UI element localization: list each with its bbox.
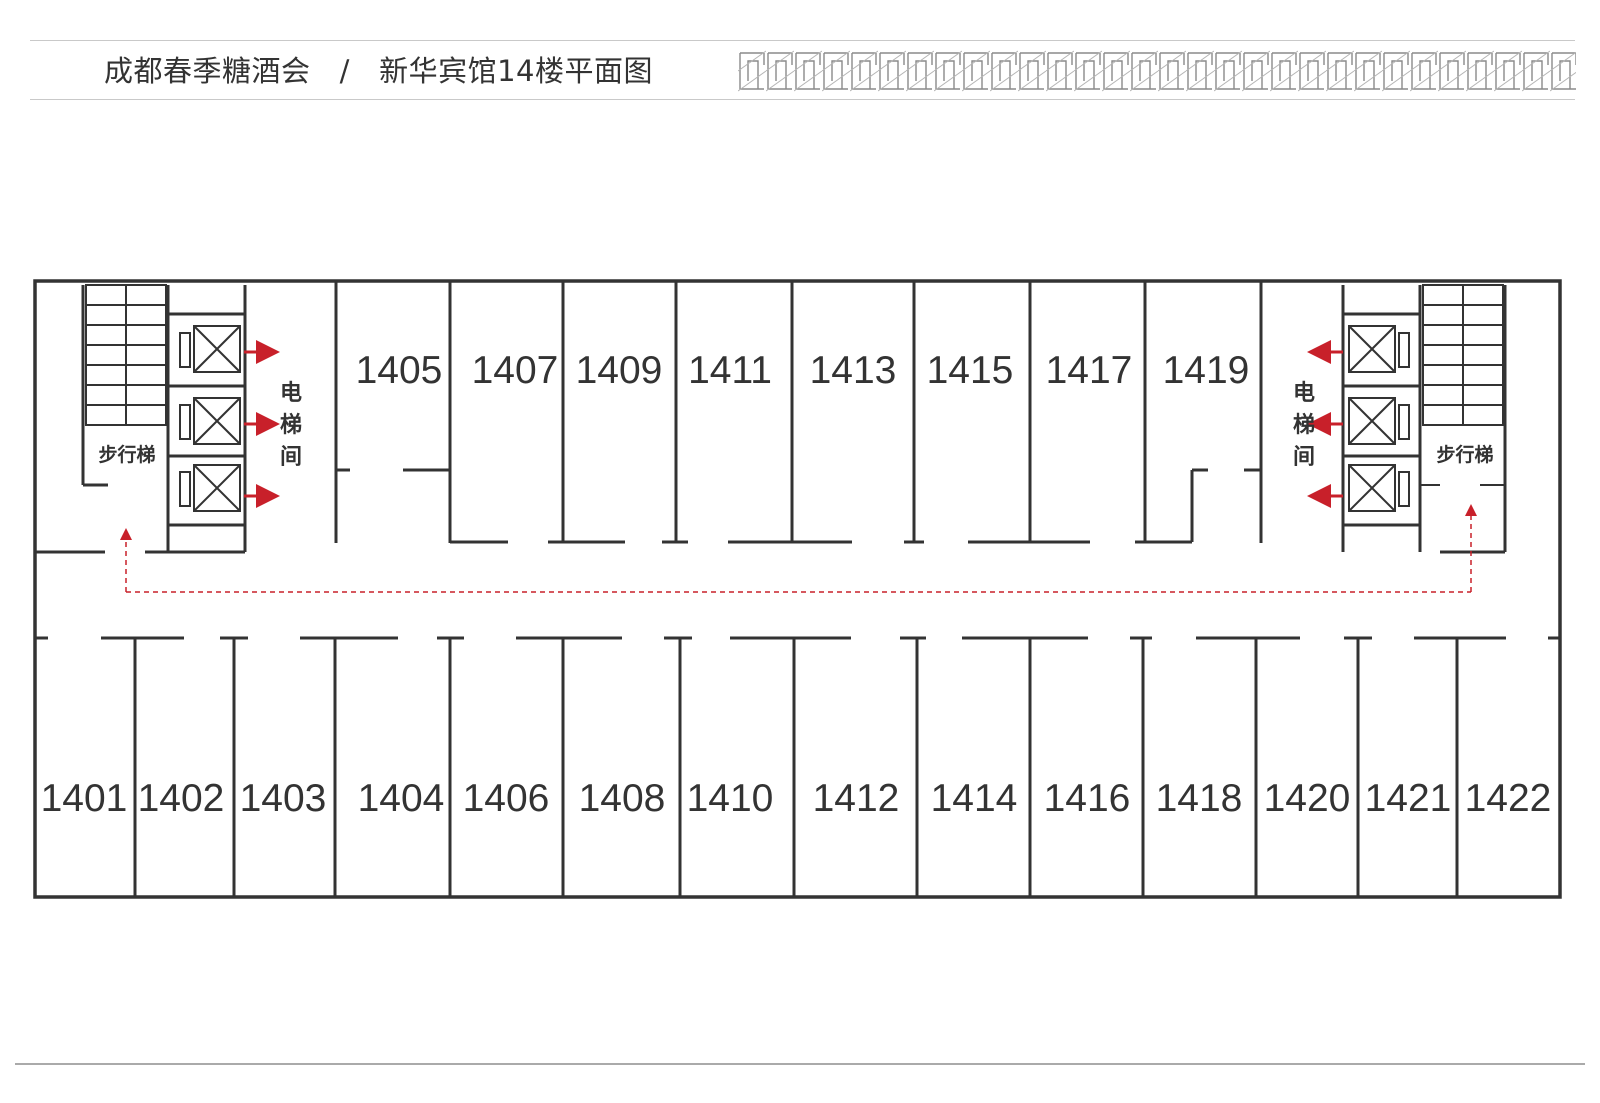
room-number-1418: 1418 <box>1156 777 1243 820</box>
room-number-1420: 1420 <box>1264 777 1351 820</box>
elevator-label-right-2: 梯 <box>1293 412 1315 438</box>
room-number-1401: 1401 <box>41 777 128 820</box>
room-number-1410: 1410 <box>687 777 774 820</box>
stairs-label-left: 步行梯 <box>98 443 155 466</box>
room-number-1406: 1406 <box>463 777 550 820</box>
room-number-1412: 1412 <box>813 777 900 820</box>
elevator-label-right-1: 电 <box>1293 381 1315 406</box>
event-name: 成都春季糖酒会 <box>104 54 311 88</box>
elevator-icon <box>179 325 241 373</box>
elevator-icon <box>1348 325 1410 373</box>
title-separator: / <box>339 54 350 88</box>
page-title: 成都春季糖酒会 / 新华宾馆14楼平面图 <box>104 48 653 90</box>
top-room-labels: 1405 1407 1409 1411 1413 1415 1417 1419 <box>356 349 1250 392</box>
room-number-1407: 1407 <box>472 349 559 392</box>
elevator-icon <box>179 397 241 445</box>
stairs-label-right: 步行梯 <box>1436 443 1493 466</box>
room-number-1411: 1411 <box>688 349 772 392</box>
room-number-1419: 1419 <box>1163 349 1250 392</box>
room-number-1422: 1422 <box>1465 777 1552 820</box>
elevator-icon <box>1348 464 1410 512</box>
footer-line <box>15 1063 1585 1065</box>
elevator-exit-arrows <box>244 340 1343 508</box>
fret-pattern-banner <box>738 45 1576 97</box>
room-number-1414: 1414 <box>931 777 1018 820</box>
room-number-1404: 1404 <box>358 777 445 820</box>
walls <box>33 279 1562 899</box>
room-number-1403: 1403 <box>240 777 327 820</box>
evacuation-route <box>120 504 1477 593</box>
left-stair-treads <box>85 284 167 426</box>
elevator-label-left-1: 电 <box>280 381 302 406</box>
elevator-icon <box>179 464 241 512</box>
room-number-1409: 1409 <box>576 349 663 392</box>
room-number-1413: 1413 <box>810 349 897 392</box>
header-bottom-line <box>30 99 1575 100</box>
room-number-1415: 1415 <box>927 349 1014 392</box>
floor-title: 新华宾馆14楼平面图 <box>379 54 654 88</box>
room-number-1421: 1421 <box>1365 777 1452 820</box>
room-number-1405: 1405 <box>356 349 443 392</box>
elevator-label-left-3: 间 <box>280 445 302 470</box>
elevator-label-left-2: 梯 <box>280 412 302 438</box>
right-elevators <box>1348 325 1410 512</box>
left-elevators <box>179 325 241 512</box>
room-number-1402: 1402 <box>138 777 225 820</box>
elevator-label-right-3: 间 <box>1293 445 1315 470</box>
room-number-1416: 1416 <box>1044 777 1131 820</box>
header-top-line <box>30 40 1575 41</box>
room-number-1417: 1417 <box>1046 349 1133 392</box>
room-number-1408: 1408 <box>579 777 666 820</box>
elevator-icon <box>1348 397 1410 445</box>
right-stair-treads <box>1420 284 1505 486</box>
